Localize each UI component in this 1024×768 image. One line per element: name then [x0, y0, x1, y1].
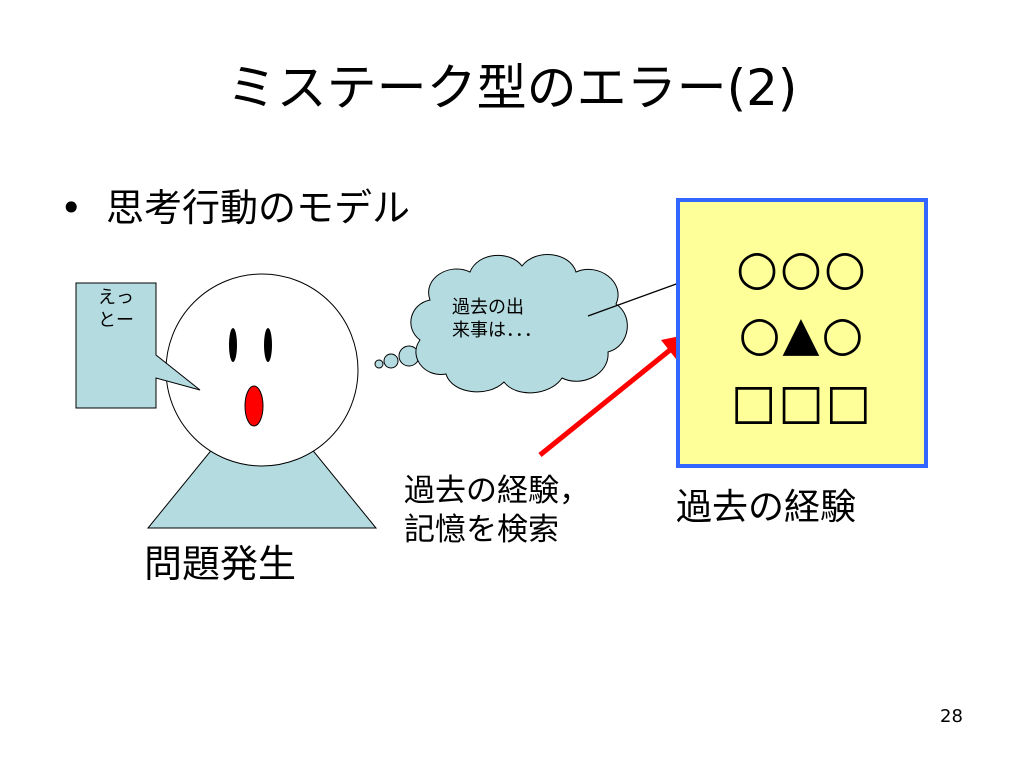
thought-dot-medium — [383, 353, 399, 369]
person-eye-right — [264, 328, 272, 362]
person-head — [165, 273, 359, 467]
person-eye-left — [229, 328, 237, 362]
memory-box: ○○○ ○▲○ □□□ — [676, 198, 928, 468]
thought-dot-small — [374, 359, 384, 369]
search-label: 過去の経験， 記憶を検索 — [404, 472, 590, 550]
slide-title: ミステーク型のエラー(2) — [226, 59, 798, 117]
thought-line: 過去の出 — [452, 297, 524, 318]
bullet-item: • 思考行動のモデル — [60, 186, 410, 232]
bullet-dot: • — [60, 186, 83, 230]
memory-row: ○○○ — [736, 240, 868, 296]
speech-bubble-text: えっ とー — [98, 286, 134, 333]
thought-cloud — [410, 254, 628, 394]
person-mouth — [244, 385, 264, 427]
speech-bubble — [75, 282, 201, 409]
memory-row: ○▲○ — [738, 306, 866, 362]
experience-label: 過去の経験 — [676, 487, 857, 528]
thought-bubble-text: 過去の出 来事は．．． — [452, 296, 542, 343]
memory-row: □□□ — [730, 374, 874, 430]
speech-line: とー — [98, 310, 134, 332]
page-number: 28 — [940, 706, 963, 727]
search-line: 過去の経験， — [404, 473, 590, 509]
search-arrow-shaft — [538, 348, 672, 457]
problem-label: 問題発生 — [144, 542, 297, 586]
recall-arrow — [587, 277, 691, 317]
bullet-text: 思考行動のモデル — [106, 186, 411, 230]
speech-line: えっ — [98, 287, 134, 308]
search-line: 記憶を検索 — [404, 511, 559, 548]
thought-line: 来事は．．． — [452, 320, 542, 342]
